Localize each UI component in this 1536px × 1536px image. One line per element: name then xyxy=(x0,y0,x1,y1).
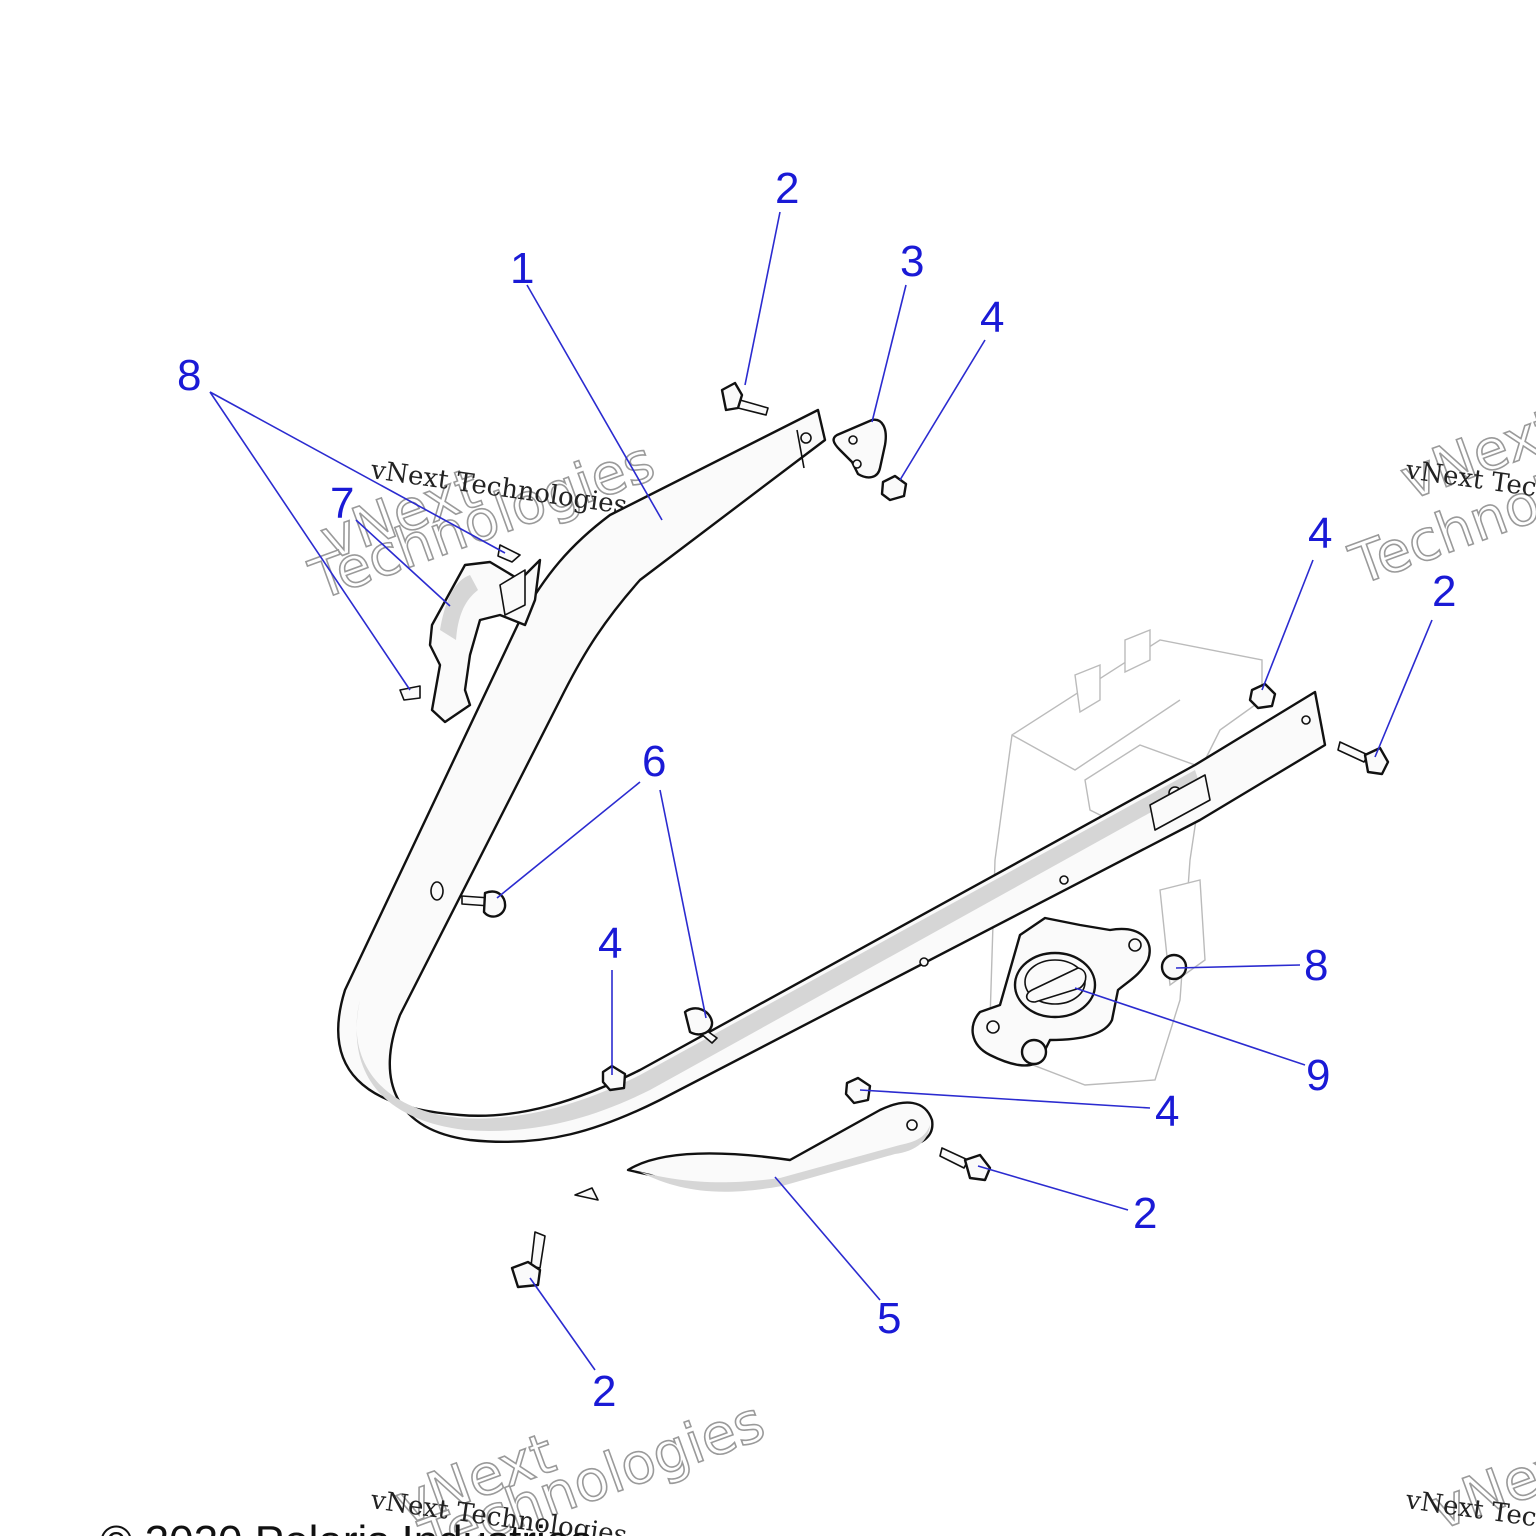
bolt-bottom xyxy=(510,1231,546,1289)
part-9-flange xyxy=(971,916,1151,1067)
rivet-6-left xyxy=(461,890,507,918)
callout-8-right: 8 xyxy=(1304,941,1328,990)
callout-2-right: 2 xyxy=(1432,567,1456,616)
part-3-bracket xyxy=(832,418,887,479)
watermark-bottom-left: vNext Technologies vNext Technologies xyxy=(368,1388,774,1536)
nut-lower xyxy=(844,1076,872,1105)
part-1-main-bar xyxy=(336,408,1327,1201)
nut-center xyxy=(601,1064,627,1092)
callout-8-left: 8 xyxy=(177,351,201,400)
callout-2-top: 2 xyxy=(775,164,799,213)
callout-9: 9 xyxy=(1306,1051,1330,1100)
callout-4-top: 4 xyxy=(980,293,1004,342)
callout-3: 3 xyxy=(900,237,924,286)
part-5-lower-brace xyxy=(626,1101,934,1192)
callout-7: 7 xyxy=(330,479,354,528)
callout-4-lower: 4 xyxy=(1155,1087,1179,1136)
copyright-text: © 2020 Polaris Industries xyxy=(100,1517,592,1536)
callout-2-bottom: 2 xyxy=(592,1367,616,1416)
leader-lines xyxy=(209,211,1433,1371)
callout-6: 6 xyxy=(642,737,666,786)
rivet-8-right xyxy=(1160,953,1188,981)
nut-top xyxy=(880,474,908,502)
callout-5: 5 xyxy=(877,1294,901,1343)
callout-4-right: 4 xyxy=(1308,509,1332,558)
callout-4-center: 4 xyxy=(598,919,622,968)
part-7-mount-bracket xyxy=(399,544,542,724)
bolt-right xyxy=(1337,741,1390,776)
bolt-top xyxy=(720,381,769,416)
callout-2-lower: 2 xyxy=(1133,1189,1157,1238)
callout-labels: 1 2 3 4 8 7 4 2 6 4 8 9 4 2 5 2 xyxy=(177,164,1456,1416)
callout-1: 1 xyxy=(510,244,534,293)
watermark-bottom-right: vNext vNext Technologies xyxy=(1403,1425,1536,1536)
bolt-lower-right xyxy=(939,1147,992,1182)
